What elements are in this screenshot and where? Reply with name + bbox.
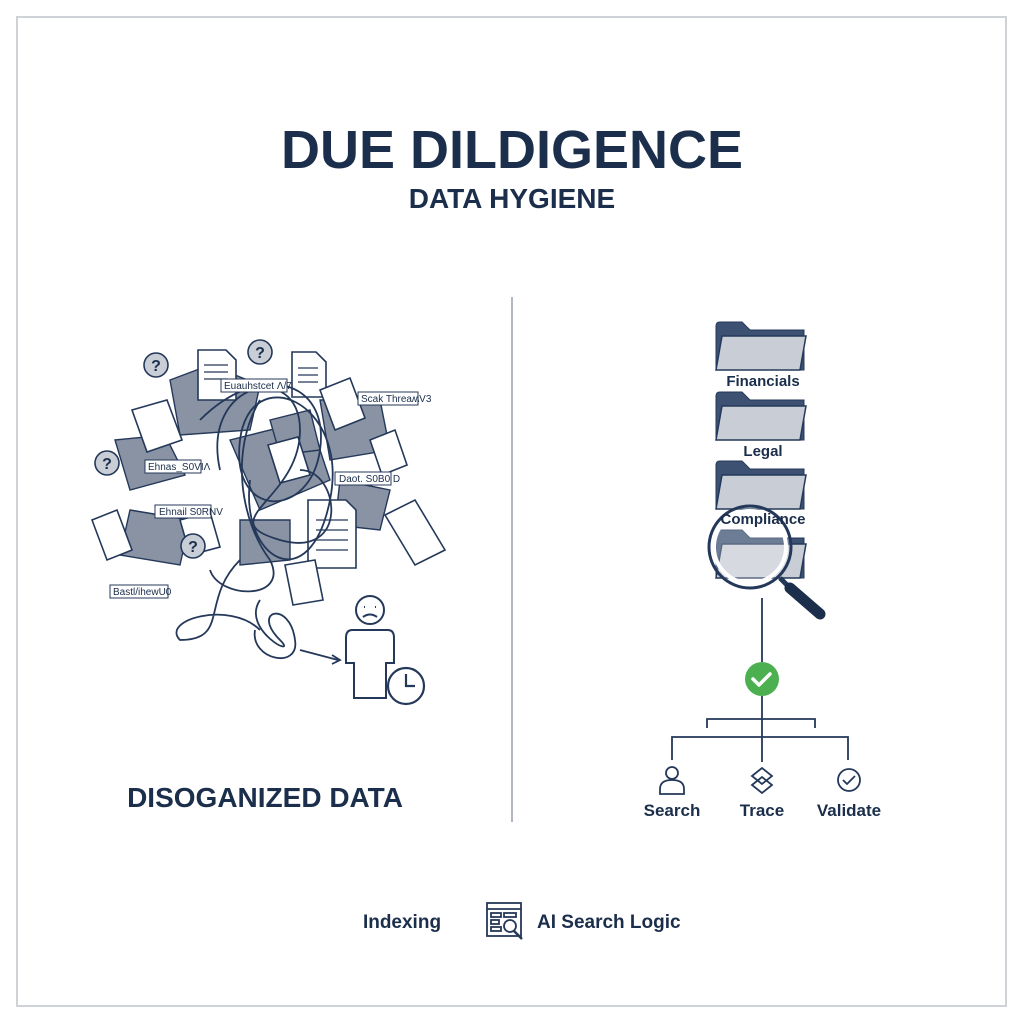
folder-financials[interactable] <box>715 321 807 371</box>
doc-label: Daot. S0B0 D <box>339 474 400 485</box>
document-labels: Euauhstcet Λ/7 Scak ThreaʍV3 Ehnas_S0VIΛ… <box>109 378 432 599</box>
action-label: Trace <box>740 801 784 820</box>
disorganized-data-illustration: ? ? ? ? Euauhstcet Λ/7 Scak ThreaʍV3 Ehn… <box>90 339 447 706</box>
doc-label: Ehnas_S0VIΛ <box>148 462 211 473</box>
action-label: Search <box>644 801 701 820</box>
folder-label: Legal <box>743 443 782 460</box>
svg-text:?: ? <box>151 358 161 375</box>
action-trace[interactable]: Trace <box>740 766 784 820</box>
folder-compliance[interactable] <box>715 460 807 510</box>
document-icons <box>90 349 447 606</box>
folder-stack: Financials Legal Compliance <box>707 321 826 620</box>
svg-text:?: ? <box>188 539 198 556</box>
action-search[interactable]: Search <box>644 766 701 820</box>
frustrated-person-icon <box>345 595 395 699</box>
user-icon <box>659 766 685 795</box>
left-caption: DISOGANIZED DATA <box>127 782 403 813</box>
action-validate[interactable]: Validate <box>817 768 881 820</box>
folder-legal[interactable] <box>715 391 807 441</box>
doc-label: Ehnail S0RNV <box>159 507 223 518</box>
doc-label: Euauhstcet Λ/7 <box>224 381 292 392</box>
action-label: Validate <box>817 801 881 820</box>
check-badge-icon <box>745 662 779 696</box>
indexing-label: Indexing <box>363 912 441 933</box>
svg-text:?: ? <box>102 456 112 473</box>
folder-label: Compliance <box>720 511 805 528</box>
doc-label: Scak ThreaʍV3 <box>361 394 432 405</box>
clock-icon <box>386 666 426 706</box>
tangled-lines <box>175 383 342 665</box>
index-search-icon <box>486 902 523 940</box>
subtitle: DATA HYGIENE <box>409 183 615 214</box>
flow-tree <box>671 598 849 762</box>
check-circle-icon <box>837 768 861 792</box>
doc-label: Bastl/ihewU0 <box>113 587 172 598</box>
folder-label: Financials <box>726 373 799 390</box>
svg-text:?: ? <box>255 345 265 362</box>
title: DUE DILDIGENCE <box>281 120 743 180</box>
layers-icon <box>750 766 774 795</box>
ai-search-logic-label: AI Search Logic <box>537 912 681 933</box>
magnifier-icon <box>707 504 826 620</box>
question-mark-icons: ? ? ? ? <box>94 339 273 559</box>
